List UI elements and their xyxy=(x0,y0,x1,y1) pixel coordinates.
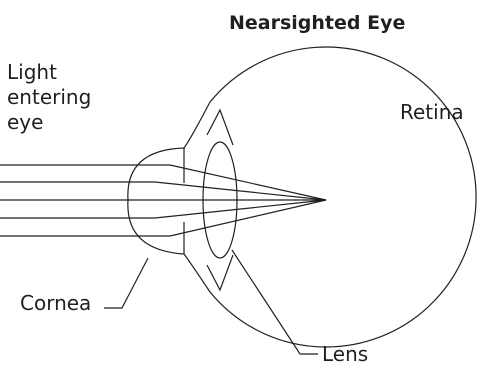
ciliary-bottom xyxy=(207,255,233,290)
cornea-junction-bottom xyxy=(184,254,210,292)
cornea-outline xyxy=(128,148,184,254)
eyeball-outline xyxy=(210,47,476,347)
cornea-junction-top xyxy=(184,102,210,148)
converging-ray-2 xyxy=(155,182,326,200)
cornea-leader xyxy=(104,258,148,308)
converging-ray-1 xyxy=(170,165,326,200)
converging-ray-5 xyxy=(170,200,326,236)
ciliary-top xyxy=(207,110,233,145)
converging-ray-4 xyxy=(155,200,326,218)
